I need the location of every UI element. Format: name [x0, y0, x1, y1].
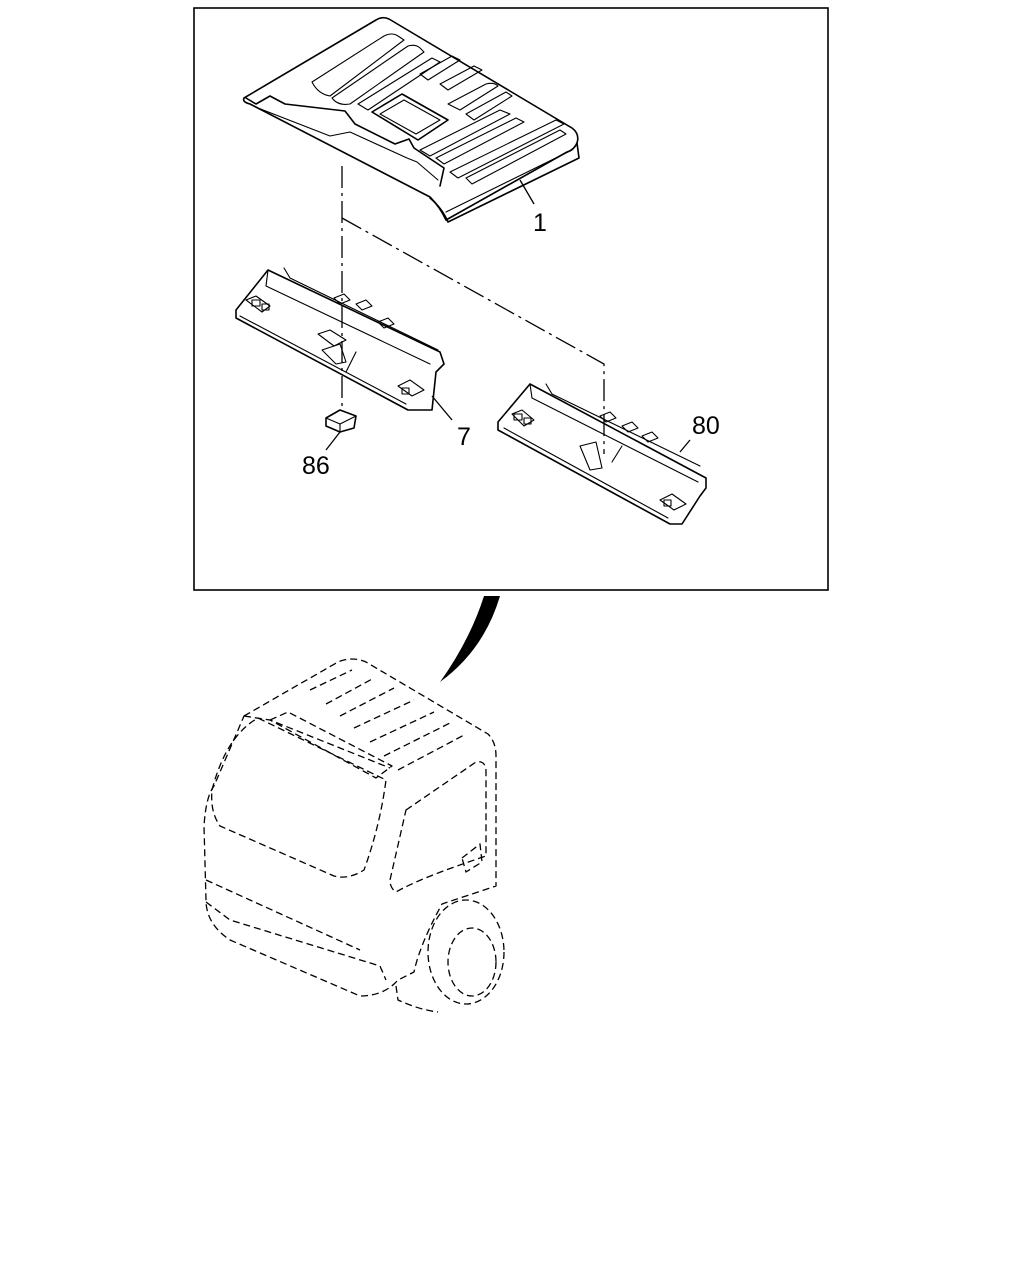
- callout-roof-headliner: 1: [533, 209, 547, 237]
- callout-panel-right: 80: [692, 412, 720, 440]
- front-panel-right-part: [497, 383, 707, 525]
- front-panel-left-part: [235, 267, 445, 411]
- callout-clip: 86: [302, 452, 330, 480]
- clip-part: [325, 409, 357, 433]
- detail-frame: [193, 7, 829, 591]
- roof-headliner-part: [242, 16, 580, 223]
- pointer-arrow: [440, 596, 500, 682]
- truck-cab-illustration: [203, 658, 505, 1013]
- assembly-lines: [341, 166, 605, 454]
- leader-lines: [325, 179, 691, 453]
- callout-panel-left: 7: [457, 423, 471, 451]
